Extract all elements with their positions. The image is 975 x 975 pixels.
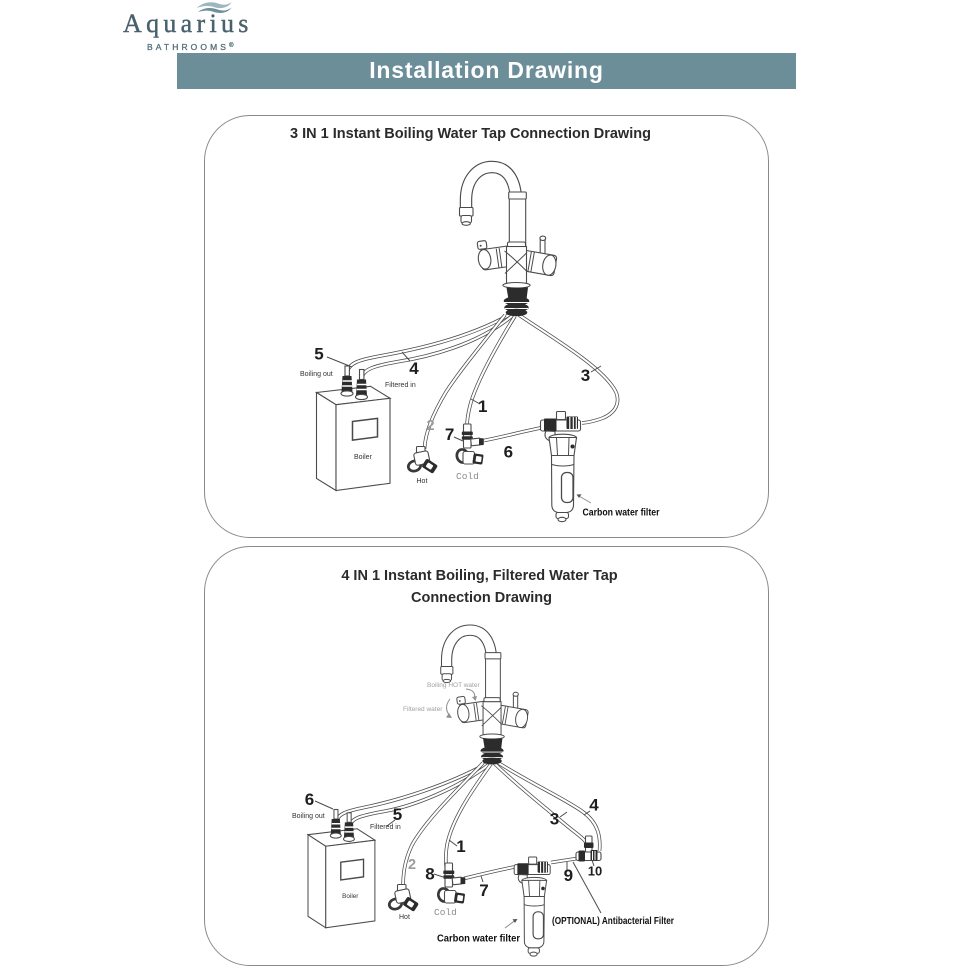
svg-text:1: 1 <box>478 397 487 416</box>
svg-text:5: 5 <box>393 805 402 824</box>
svg-text:3: 3 <box>550 810 559 829</box>
svg-text:Cold: Cold <box>434 907 457 918</box>
svg-text:Boiling out: Boiling out <box>300 371 333 378</box>
svg-text:4: 4 <box>409 359 419 378</box>
svg-text:10: 10 <box>588 864 602 879</box>
svg-text:2: 2 <box>426 418 434 434</box>
svg-text:Boiling out: Boiling out <box>292 813 325 820</box>
svg-text:6: 6 <box>305 790 314 809</box>
svg-text:Filtered in: Filtered in <box>370 824 401 831</box>
svg-text:Filtered in: Filtered in <box>385 382 416 389</box>
svg-text:3: 3 <box>581 366 590 385</box>
svg-text:Carbon water filter: Carbon water filter <box>583 507 660 519</box>
svg-text:8: 8 <box>425 865 434 884</box>
svg-text:4: 4 <box>589 796 599 815</box>
svg-text:Filtered water: Filtered water <box>403 706 443 713</box>
svg-text:Carbon water filter: Carbon water filter <box>437 933 520 945</box>
svg-text:1: 1 <box>456 837 465 856</box>
svg-text:7: 7 <box>445 425 454 444</box>
svg-text:Boiling HOT water: Boiling HOT water <box>427 682 480 689</box>
svg-text:Hot: Hot <box>417 478 428 485</box>
svg-text:9: 9 <box>564 866 573 885</box>
svg-text:7: 7 <box>479 881 488 900</box>
svg-text:6: 6 <box>504 443 513 462</box>
svg-text:(OPTIONAL) Antibacterial Filte: (OPTIONAL) Antibacterial Filter <box>552 915 674 927</box>
svg-text:2: 2 <box>408 857 416 873</box>
svg-text:Cold: Cold <box>456 471 479 482</box>
svg-text:Hot: Hot <box>399 914 410 921</box>
svg-text:5: 5 <box>314 345 323 364</box>
